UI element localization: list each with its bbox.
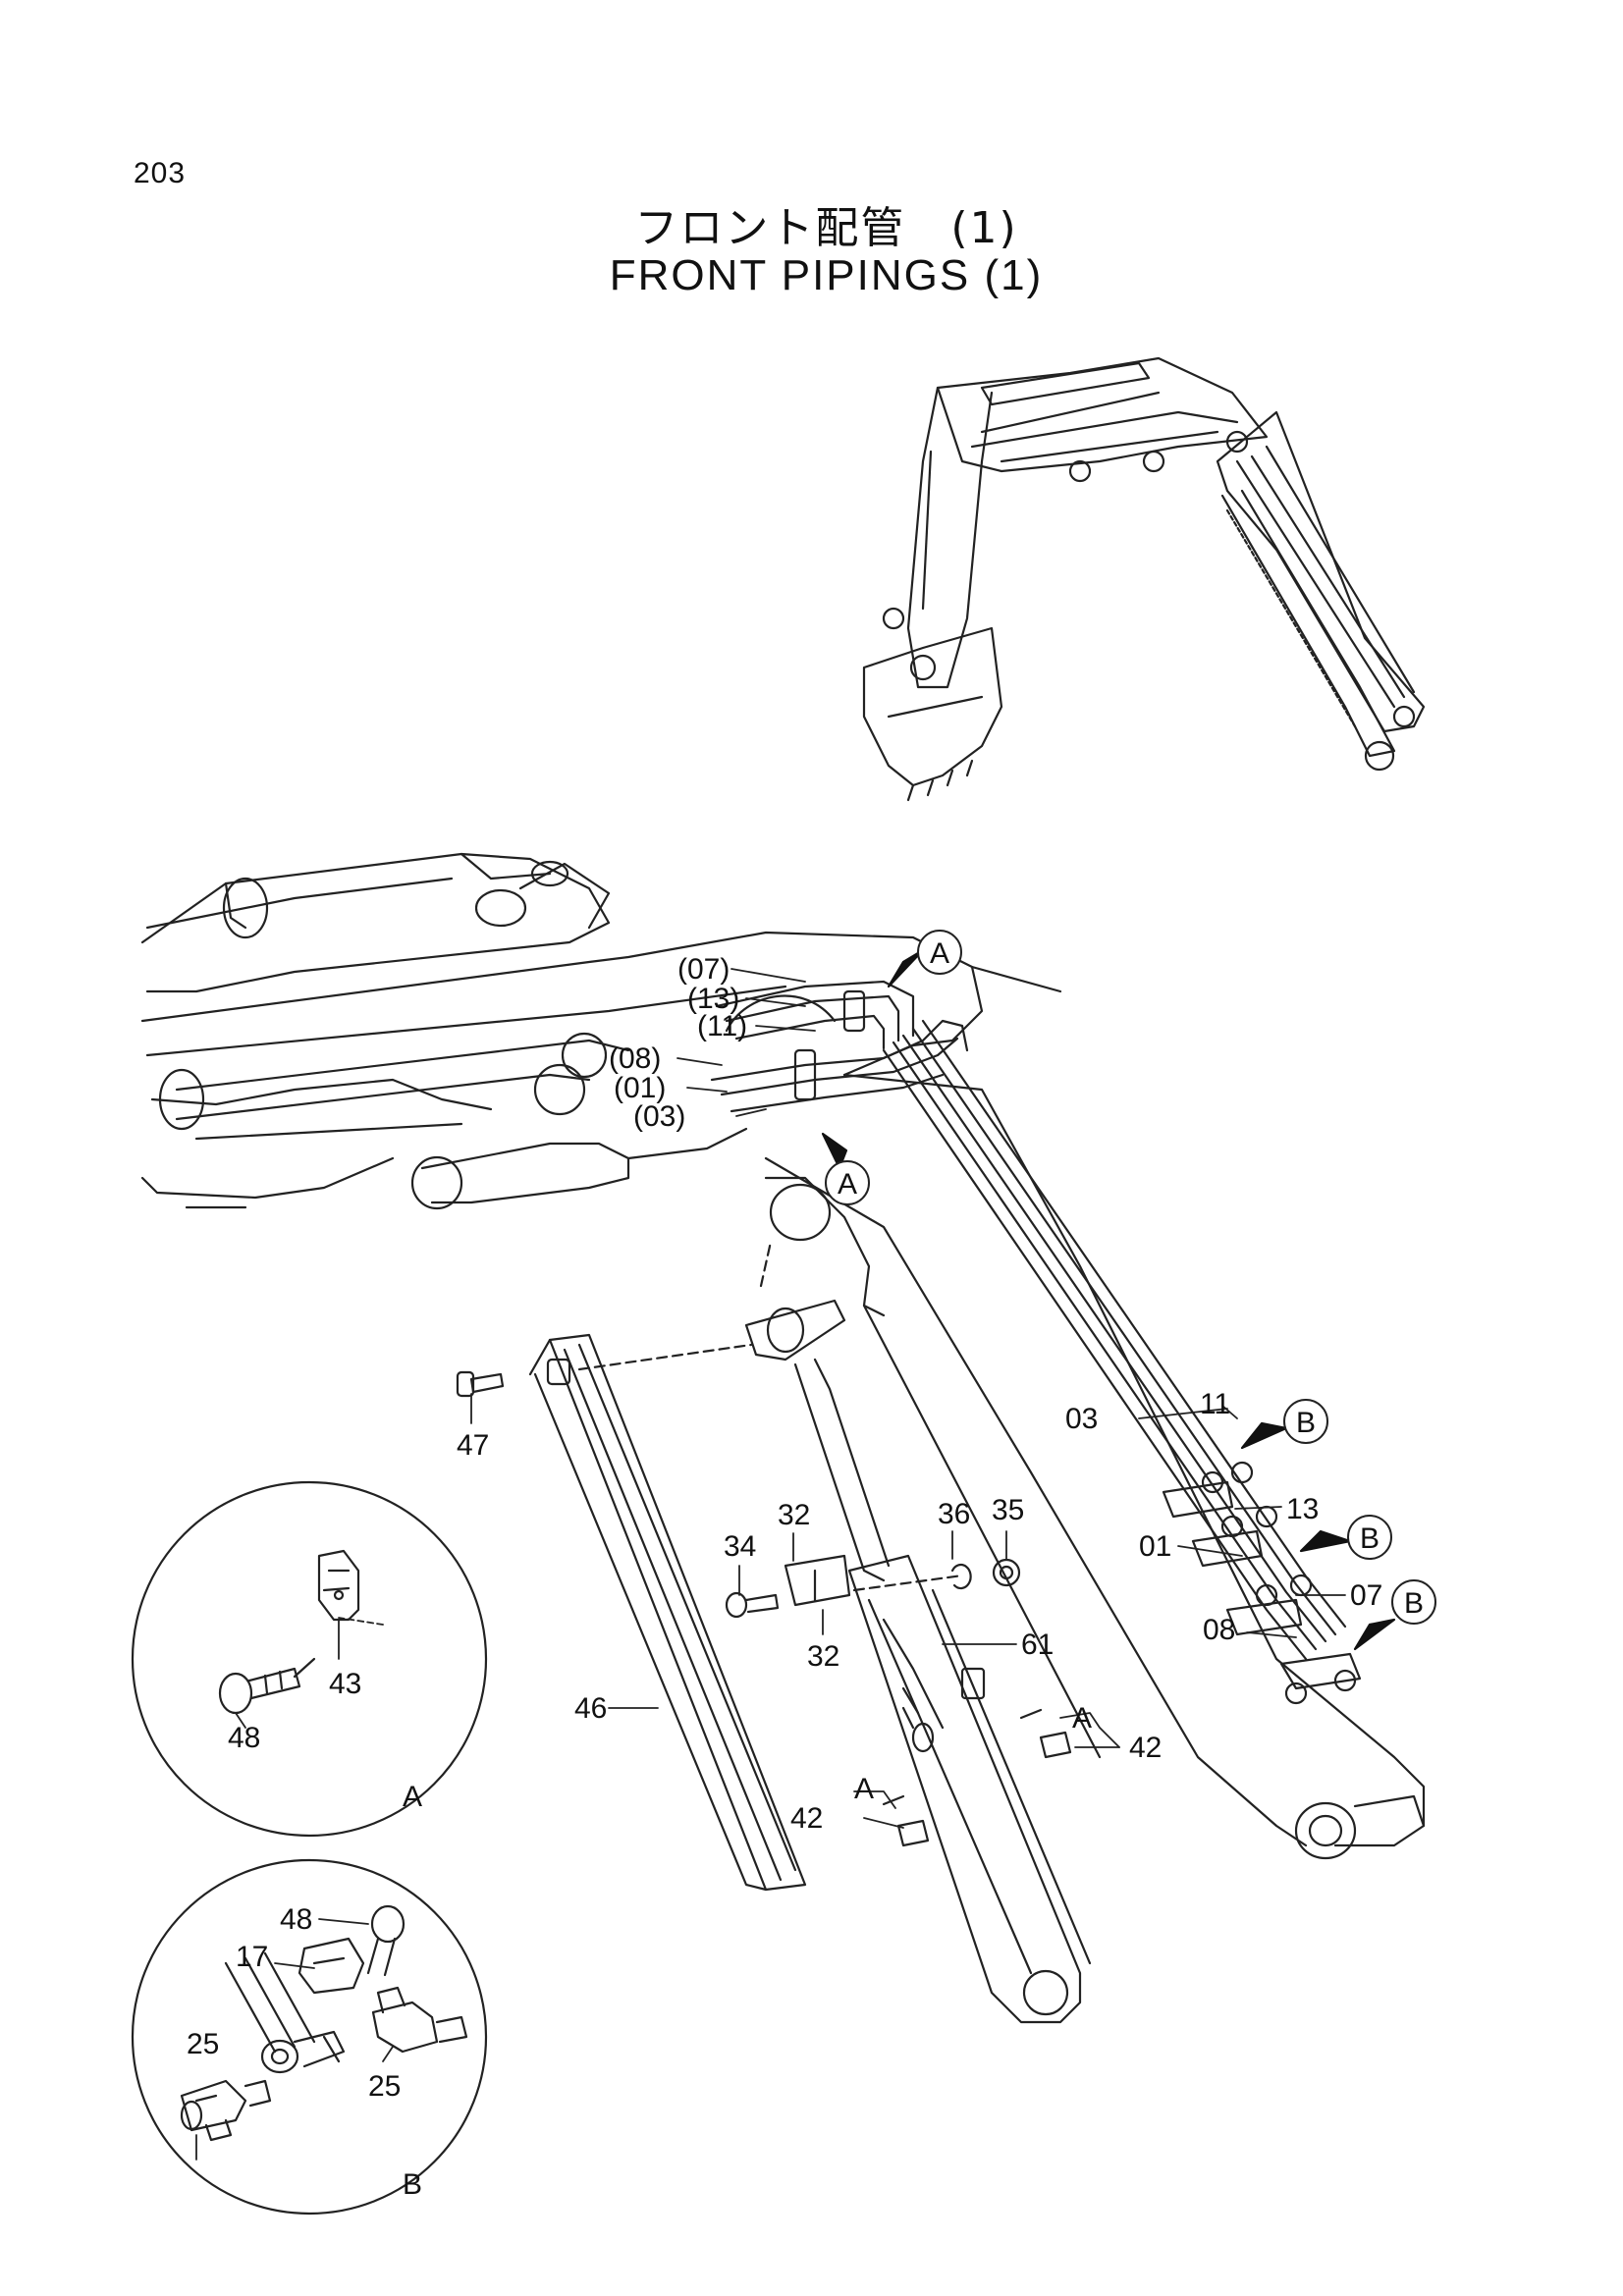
label-n25b: 25 — [368, 2070, 401, 2103]
label-n32b: 32 — [807, 1640, 839, 1673]
label-n43: 43 — [329, 1668, 361, 1700]
label-n42a: 42 — [1129, 1732, 1162, 1764]
leader-lines — [195, 968, 1346, 2161]
overview-excavator-illustration — [862, 356, 1426, 802]
label-p08: (08) — [609, 1042, 661, 1075]
label-n48a: 48 — [228, 1722, 260, 1754]
callout-b-1: B — [1283, 1399, 1328, 1444]
label-nA1: A — [1072, 1702, 1092, 1735]
label-n34: 34 — [724, 1530, 756, 1563]
label-n08: 08 — [1203, 1614, 1235, 1646]
label-n01: 01 — [1139, 1530, 1171, 1563]
label-n36: 36 — [938, 1498, 970, 1530]
label-p03: (03) — [633, 1100, 685, 1133]
callout-b-2: B — [1347, 1515, 1392, 1560]
label-n61: 61 — [1021, 1629, 1054, 1661]
detail-view-a-drawing — [131, 1480, 488, 1838]
svg-text:A: A — [930, 937, 949, 970]
label-n32a: 32 — [778, 1499, 810, 1531]
label-n48b: 48 — [280, 1903, 312, 1936]
title-english: FRONT PIPINGS (1) — [609, 251, 1044, 299]
label-n25a: 25 — [187, 2028, 219, 2060]
label-n11: 11 — [1200, 1388, 1230, 1420]
label-n03: 03 — [1065, 1403, 1098, 1435]
label-p07: (07) — [677, 953, 730, 986]
svg-text:B: B — [1404, 1587, 1424, 1620]
svg-text:B: B — [1360, 1522, 1380, 1555]
label-n47: 47 — [457, 1429, 489, 1462]
callout-b-3: B — [1391, 1579, 1436, 1625]
label-n17: 17 — [236, 1941, 268, 1973]
detail-view-b-drawing — [131, 1858, 488, 2216]
label-n46: 46 — [574, 1692, 607, 1725]
svg-text:B: B — [1296, 1407, 1316, 1439]
title-japanese: フロント配管 (1) — [634, 203, 1018, 253]
callout-a-upper: A — [917, 930, 962, 975]
detail-view-b-label: B — [403, 2168, 422, 2201]
label-n13: 13 — [1286, 1493, 1319, 1525]
callout-a-lower: A — [825, 1160, 870, 1205]
label-p01: (01) — [614, 1072, 666, 1104]
svg-text:A: A — [838, 1168, 857, 1201]
part-labels: (07) (13) (11) (08) (01) (03) 03 11 13 0… — [187, 953, 1382, 2103]
label-n07: 07 — [1350, 1579, 1382, 1612]
label-n35: 35 — [992, 1494, 1024, 1526]
label-nA2: A — [854, 1773, 874, 1805]
boom-cylinder-assembly — [456, 1240, 1092, 2024]
callout-pointers — [821, 948, 1396, 1651]
main-boom-illustration — [140, 852, 1426, 1860]
label-n42b: 42 — [790, 1802, 823, 1835]
page-number: 203 — [134, 157, 187, 189]
label-p13: (13) — [687, 983, 739, 1015]
detail-view-a-label: A — [403, 1781, 422, 1813]
label-p11: (11) — [697, 1010, 747, 1042]
